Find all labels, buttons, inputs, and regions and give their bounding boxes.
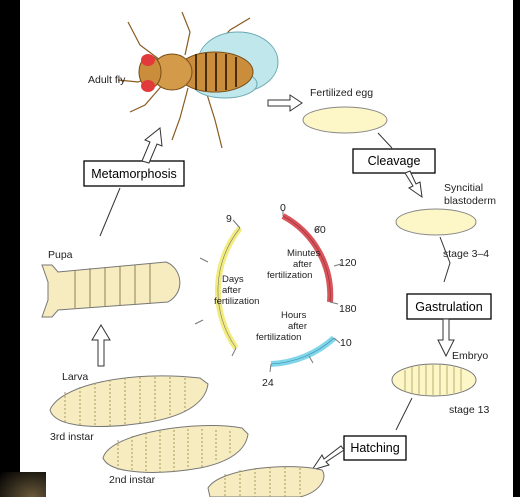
minutes-tick-60: 60 bbox=[314, 224, 326, 236]
minutes-label-3: fertilization bbox=[267, 270, 312, 281]
label-2nd-instar: 2nd instar bbox=[109, 474, 156, 486]
larva-2nd-instar-illustration bbox=[103, 426, 248, 473]
label-syncitial: Syncitial bbox=[444, 182, 483, 194]
minutes-label-1: Minutes bbox=[287, 248, 321, 259]
minutes-label-2: after bbox=[293, 259, 312, 270]
arrow-hatching-to-larva bbox=[312, 446, 344, 470]
label-3rd-instar: 3rd instar bbox=[50, 431, 94, 443]
hours-tick-10: 10 bbox=[340, 337, 352, 349]
hours-label-2: after bbox=[288, 321, 307, 332]
label-fertilized-egg: Fertilized egg bbox=[310, 87, 373, 99]
cleavage-box: Cleavage bbox=[353, 149, 435, 173]
hatching-label: Hatching bbox=[350, 441, 399, 455]
larva-1st-illustration bbox=[208, 467, 324, 497]
label-blastoderm: blastoderm bbox=[444, 195, 496, 207]
label-larva: Larva bbox=[62, 371, 88, 383]
arrow-metamorphosis-to-fly bbox=[142, 128, 162, 163]
hours-timeline-arc bbox=[270, 338, 340, 372]
embryo-illustration bbox=[392, 364, 476, 396]
minutes-tick-180: 180 bbox=[339, 303, 357, 315]
larva-3rd-instar-illustration bbox=[50, 376, 208, 427]
hours-label-3: fertilization bbox=[256, 332, 301, 343]
line-embryo-to-hatching bbox=[396, 398, 412, 430]
gastrulation-label: Gastrulation bbox=[415, 300, 482, 314]
metamorphosis-label: Metamorphosis bbox=[91, 167, 176, 181]
hours-tick-24: 24 bbox=[262, 377, 274, 389]
line-egg-to-cleavage bbox=[378, 133, 392, 148]
days-label-1: Days bbox=[222, 274, 244, 285]
arrow-larva-to-pupa bbox=[92, 325, 110, 366]
label-embryo: Embryo bbox=[452, 350, 488, 362]
metamorphosis-box: Metamorphosis bbox=[84, 161, 184, 186]
days-label-3: fertilization bbox=[214, 296, 259, 307]
label-stage-13: stage 13 bbox=[449, 404, 489, 416]
pupa-illustration bbox=[42, 262, 180, 317]
cleavage-label: Cleavage bbox=[368, 154, 421, 168]
line-pupa-to-metamorphosis bbox=[100, 188, 120, 236]
days-label-2: after bbox=[222, 285, 241, 296]
label-pupa: Pupa bbox=[48, 249, 73, 261]
gastrulation-box: Gastrulation bbox=[407, 294, 491, 319]
days-tick-9: 9 bbox=[226, 213, 232, 225]
minutes-tick-0: 0 bbox=[280, 202, 286, 214]
hours-label-1: Hours bbox=[281, 310, 307, 321]
minutes-tick-120: 120 bbox=[339, 257, 357, 269]
blastoderm-illustration bbox=[396, 209, 476, 235]
fertilized-egg-illustration bbox=[303, 107, 387, 133]
adult-fly-illustration bbox=[118, 12, 278, 148]
hatching-box: Hatching bbox=[344, 436, 406, 460]
label-adult-fly: Adult fly bbox=[88, 74, 126, 86]
arrow-fly-to-egg bbox=[268, 95, 302, 111]
arrow-cleavage-to-blastoderm bbox=[405, 171, 422, 197]
label-stage-3-4: stage 3–4 bbox=[443, 248, 489, 260]
